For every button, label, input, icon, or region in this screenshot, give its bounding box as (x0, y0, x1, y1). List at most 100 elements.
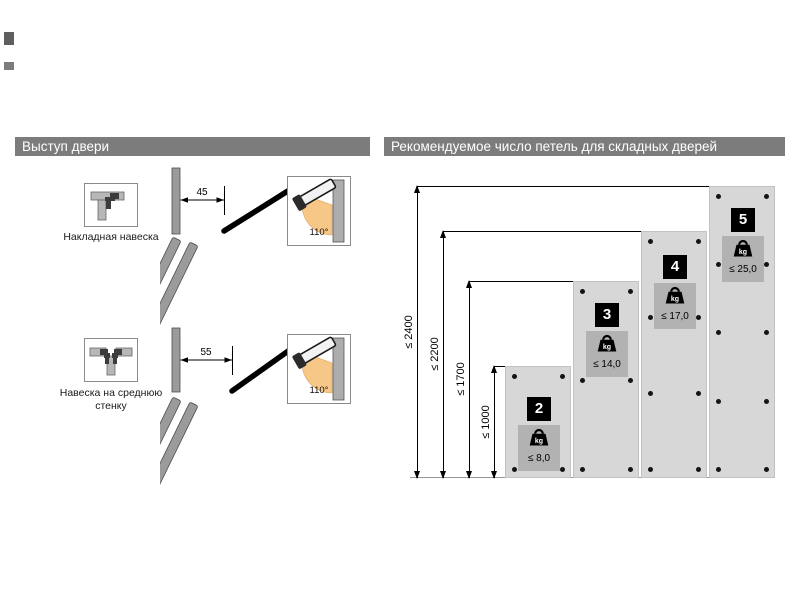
svg-text:kg: kg (535, 438, 543, 445)
hinge-dot (696, 467, 701, 472)
hinge-dot (716, 467, 721, 472)
edge-artifact-bottom (4, 62, 14, 70)
cabinet-side-panel (332, 179, 345, 243)
dimension-arrow-2200 (440, 230, 446, 479)
hinge-dot (628, 467, 633, 472)
folded-door-panel (160, 402, 198, 489)
arrow-up-icon (466, 280, 472, 288)
overlay-hinge-detail-drawing: 110° (292, 178, 345, 243)
hinge-count-badge: 4 (663, 255, 687, 279)
door-panel-3-hinges: 3 kg ≤ 14,0 (573, 281, 639, 478)
middle-wall-hinge-detail-box: 110° (287, 334, 351, 404)
hinge-dot (764, 194, 769, 199)
hinge-dot (716, 194, 721, 199)
hinge-dot (648, 239, 653, 244)
hinge-dot (580, 378, 585, 383)
right-section-header: Рекомендуемое число петель для складных … (384, 137, 785, 156)
hinge-dot (560, 374, 565, 379)
dimension-arrowhead-right (216, 197, 224, 203)
dimension-arrow-1700 (466, 280, 472, 479)
hinge-dot (764, 399, 769, 404)
middle-wall-hinge-icon-box (84, 338, 138, 382)
door-edge-bar (171, 327, 181, 393)
cabinet-side-panel (332, 337, 345, 401)
extension-line-2400 (417, 186, 709, 187)
height-label-2200: ≤ 2200 (429, 337, 441, 371)
hinge-dot (512, 374, 517, 379)
arrow-down-icon (466, 471, 472, 479)
left-section-header: Выступ двери (15, 137, 370, 156)
middle-wall-hinge-label: Навеска на среднюю стенку (59, 387, 163, 412)
hinge-cup (292, 352, 307, 369)
overlay-hinge-icon-box (84, 183, 138, 227)
height-label-1700: ≤ 1700 (455, 362, 467, 396)
dimension-arrow-1000 (491, 365, 497, 479)
hinge-dot (580, 289, 585, 294)
edge-artifact-top (4, 32, 14, 45)
kg-weight-icon: kg (597, 334, 617, 352)
height-label-2400: ≤ 2400 (403, 315, 415, 349)
folded-door-panel (160, 237, 181, 327)
dimension-arrow-2400 (414, 185, 420, 479)
folded-door-panel (160, 397, 181, 484)
weight-limit-box: kg ≤ 8,0 (518, 425, 560, 471)
height-label-1000: ≤ 1000 (480, 405, 492, 439)
arrow-down-icon (414, 471, 420, 479)
arrow-up-icon (414, 185, 420, 193)
weight-limit-label: ≤ 25,0 (729, 264, 757, 275)
extension-line-2200 (443, 231, 641, 232)
door-edge-bar (171, 167, 181, 235)
arrow-up-icon (440, 230, 446, 238)
weight-limit-label: ≤ 14,0 (593, 359, 621, 370)
extension-line-1700 (469, 281, 573, 282)
overlay-hinge-label: Накладная навеска (63, 231, 159, 243)
hinge-cup (292, 194, 307, 211)
weight-limit-label: ≤ 17,0 (661, 311, 689, 322)
extension-line-1000 (494, 366, 505, 367)
svg-text:kg: kg (603, 344, 611, 351)
hinge-dot (648, 315, 653, 320)
weight-limit-box: kg ≤ 17,0 (654, 283, 696, 329)
dimension-value: 45 (196, 187, 208, 198)
hinge-dot (696, 315, 701, 320)
middle-wall-hinge-icon (89, 347, 133, 376)
arrow-down-icon (440, 471, 446, 479)
kg-weight-icon: kg (665, 286, 685, 304)
hinge-count-badge: 2 (527, 397, 551, 421)
overlay-hinge-icon (90, 191, 125, 221)
hinge-dot (764, 467, 769, 472)
svg-text:kg: kg (739, 249, 747, 256)
door-panel-4-hinges: 4 kg ≤ 17,0 (641, 231, 707, 478)
hinge-dot (628, 378, 633, 383)
hinge-dot (512, 467, 517, 472)
kg-weight-icon: kg (529, 428, 549, 446)
overlay-hinge-detail-box: 110° (287, 176, 351, 246)
hinge-count-badge: 3 (595, 303, 619, 327)
svg-text:kg: kg (671, 296, 679, 303)
opening-angle-value: 110° (310, 385, 329, 396)
door-projection-leader (229, 346, 294, 394)
hinge-count-badge: 5 (731, 208, 755, 232)
weight-limit-box: kg ≤ 14,0 (586, 331, 628, 377)
hinge-dot (580, 467, 585, 472)
hinge-dot (764, 330, 769, 335)
dimension-arrowhead-left (180, 197, 188, 203)
overlay-hinge-drawing: 45 (160, 167, 294, 332)
door-projection-leader (221, 186, 294, 234)
hinge-dot (716, 262, 721, 267)
folded-door-panel (160, 242, 198, 332)
hinge-dot (764, 262, 769, 267)
kg-weight-icon: kg (733, 239, 753, 257)
door-panel-5-hinges: 5 kg ≤ 25,0 (709, 186, 775, 478)
hinge-dot (648, 391, 653, 396)
hinge-dot (560, 467, 565, 472)
dimension-arrowhead-right (224, 357, 232, 363)
hinge-dot (628, 289, 633, 294)
hinge-dot (716, 330, 721, 335)
weight-limit-label: ≤ 8,0 (527, 453, 551, 464)
dimension-arrowhead-left (180, 357, 188, 363)
dimension-value: 55 (200, 347, 212, 358)
arrow-up-icon (491, 365, 497, 373)
arrow-down-icon (491, 471, 497, 479)
hinge-dot (716, 399, 721, 404)
